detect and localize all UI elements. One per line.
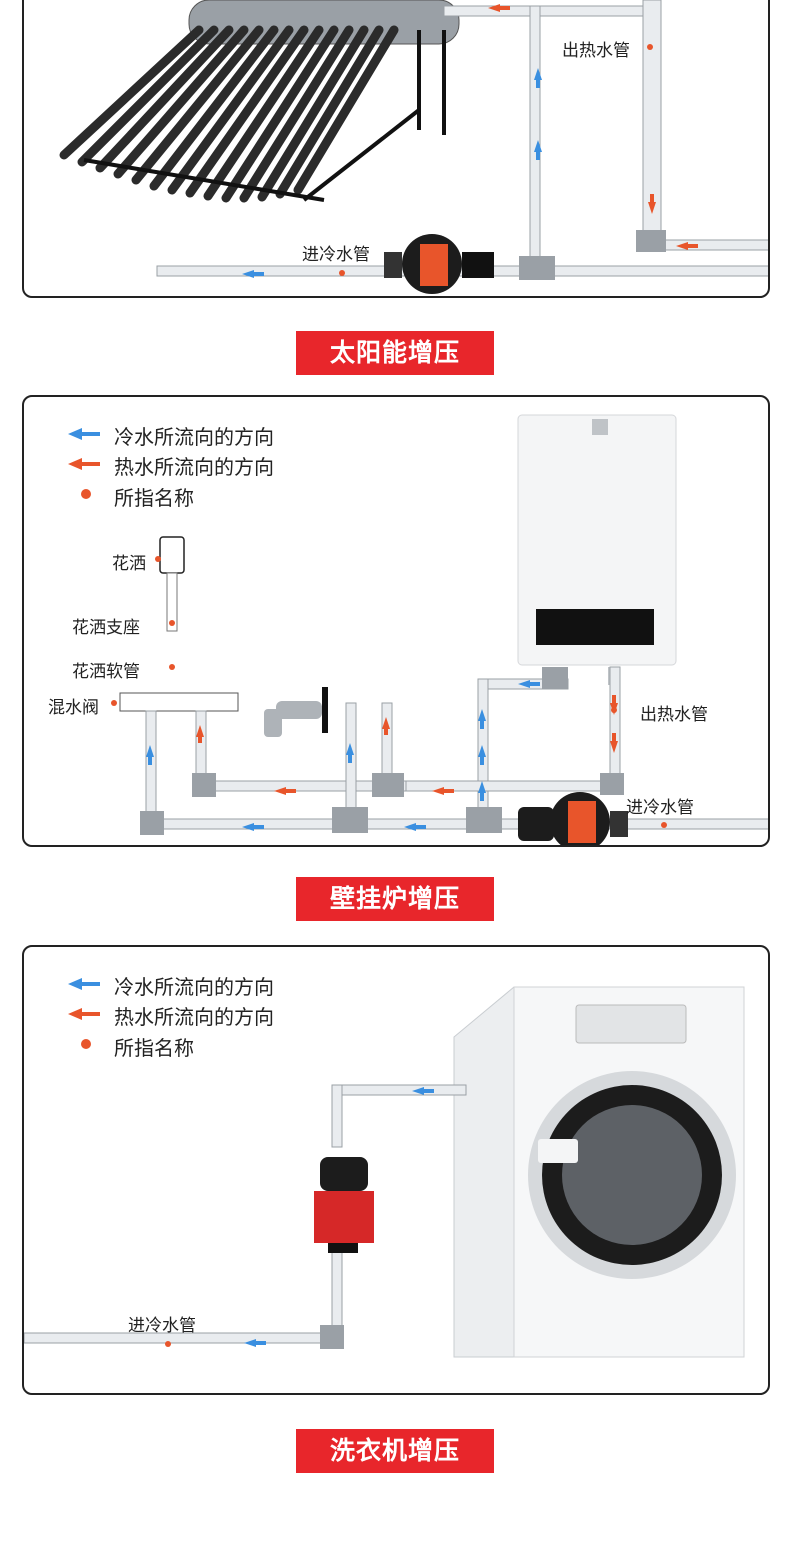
washer-legend-hot: 热水所流向的方向 — [114, 1005, 274, 1029]
washer-cold-in-label: 进冷水管 — [128, 1316, 196, 1336]
washer-diagram-drawing — [24, 978, 745, 1358]
shower-head — [159, 536, 185, 632]
solar-pump — [384, 234, 494, 294]
solar-hot-out-dot — [647, 44, 653, 50]
solar-hot-out-label: 出热水管 — [562, 41, 630, 61]
boiler-hot-out-label: 出热水管 — [640, 705, 708, 725]
boiler-legend-cold-arrow-icon — [68, 428, 100, 440]
mixer-valve-body — [119, 692, 239, 712]
boiler-diagram-drawing — [68, 414, 768, 845]
boiler-legend-point: 所指名称 — [114, 486, 194, 510]
washer-legend-dot-icon — [81, 1039, 91, 1049]
washer-pump — [314, 1157, 374, 1253]
shower-label: 花洒 — [112, 554, 146, 574]
solar-fittings — [519, 230, 666, 280]
boiler-pump — [518, 792, 628, 845]
boiler-fittings — [140, 667, 624, 835]
solar-diagram-drawing — [59, 0, 768, 294]
mixer-label: 混水阀 — [48, 698, 99, 718]
boiler-legend-dot-icon — [81, 489, 91, 499]
washer-pipes — [24, 1084, 467, 1344]
washer-legend-cold-arrow-icon — [68, 978, 100, 990]
solar-diagram-panel: 出热水管 进冷水管 — [22, 0, 770, 298]
shower-base-label: 花洒支座 — [72, 618, 140, 638]
washing-machine — [453, 986, 745, 1358]
boiler-diagram-panel: 冷水所流向的方向 热水所流向的方向 所指名称 花洒 花洒支座 花洒软管 混水阀 … — [22, 395, 770, 847]
shower-hose-label: 花洒软管 — [72, 662, 140, 682]
washer-cold-in-dot — [165, 1341, 171, 1347]
boiler-banner: 壁挂炉增压 — [296, 877, 494, 921]
solar-arrows — [242, 4, 698, 278]
solar-cold-in-dot — [339, 270, 345, 276]
washer-banner: 洗衣机增压 — [296, 1429, 494, 1473]
solar-stand — [83, 30, 446, 202]
boiler-legend-cold: 冷水所流向的方向 — [114, 425, 274, 449]
washer-diagram-panel: 冷水所流向的方向 热水所流向的方向 所指名称 进冷水管 — [22, 945, 770, 1395]
solar-cold-in-label: 进冷水管 — [302, 245, 370, 265]
boiler-legend-hot-arrow-icon — [68, 458, 100, 470]
washer-elbow-fitting — [320, 1325, 344, 1349]
boiler-legend-hot: 热水所流向的方向 — [114, 455, 274, 479]
washer-legend-point: 所指名称 — [114, 1036, 194, 1060]
washer-legend-hot-arrow-icon — [68, 1008, 100, 1020]
boiler-arrows — [146, 680, 618, 831]
washer-arrows — [244, 1087, 434, 1347]
solar-banner: 太阳能增压 — [296, 331, 494, 375]
boiler-cold-in-label: 进冷水管 — [626, 798, 694, 818]
washer-legend-cold: 冷水所流向的方向 — [114, 975, 274, 999]
boiler-pointer-dots — [111, 556, 667, 828]
wall-boiler — [517, 414, 677, 685]
solar-tubes — [59, 25, 399, 203]
faucet — [264, 687, 328, 737]
